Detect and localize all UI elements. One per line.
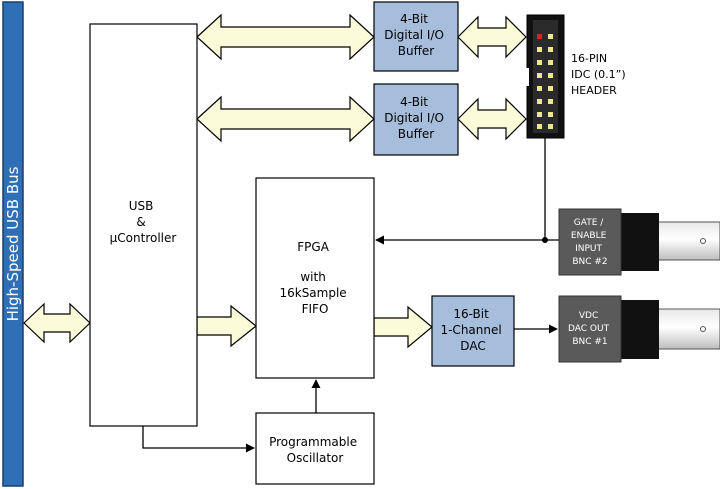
buffer1-to-header-arrow [457, 15, 527, 59]
usb-bus: High-Speed USB Bus [2, 1, 24, 487]
bnc-dac-label: VDC DAC OUT BNC #1 [568, 311, 612, 347]
junction-dot [542, 237, 548, 243]
oscillator-label: Programmable Oscillator [269, 435, 361, 465]
digital-io-buffer-2-label: 4-Bit Digital I/O Buffer [384, 95, 448, 141]
signal-lines [142, 138, 560, 453]
dac-block: 16-Bit 1-Channel DAC [431, 295, 515, 367]
usb-controller-label: USB & µController [110, 199, 177, 245]
digital-io-buffer-1: 4-Bit Digital I/O Buffer [373, 1, 459, 72]
bnc-gate-connector: GATE / ENABLE INPUT BNC #2 [558, 208, 720, 276]
oscillator-block: Programmable Oscillator [255, 412, 375, 485]
usb-to-fpga-arrow [196, 304, 257, 348]
bus-to-usb-arrow [23, 302, 91, 344]
usb-to-oscillator-line [142, 426, 255, 453]
usb-to-buffer2-arrow [196, 95, 375, 143]
fpga-block: FPGA with 16kSample FIFO [255, 177, 375, 379]
fpga-to-dac-arrow [373, 305, 433, 349]
idc-header-connector [525, 14, 565, 139]
usb-controller-block: USB & µController [89, 23, 198, 427]
buffer2-to-header-arrow [457, 97, 527, 141]
usb-bus-label: High-Speed USB Bus [4, 166, 22, 321]
bnc-gate-label: GATE / ENABLE INPUT BNC #2 [571, 218, 609, 267]
dac-label: 16-Bit 1-Channel DAC [440, 307, 505, 353]
digital-io-buffer-1-label: 4-Bit Digital I/O Buffer [384, 12, 448, 58]
bnc-dac-connector: VDC DAC OUT BNC #1 [558, 295, 720, 363]
header-pins [537, 34, 553, 129]
header-label: 16-PIN IDC (0.1”) HEADER [571, 52, 629, 97]
usb-to-buffer1-arrow [196, 13, 375, 61]
fpga-label: FPGA with 16kSample FIFO [279, 240, 350, 316]
digital-io-buffer-2: 4-Bit Digital I/O Buffer [373, 83, 459, 156]
